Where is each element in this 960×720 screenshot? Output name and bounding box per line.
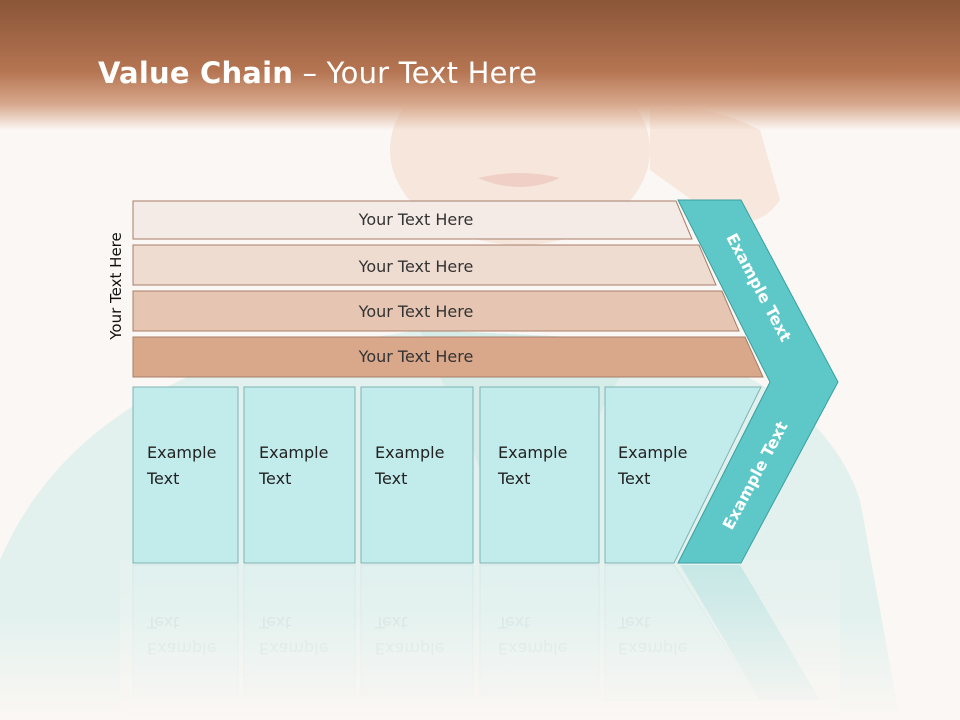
primary-box-2-line2: Text [258, 469, 291, 488]
primary-box-1-line2: Text [146, 469, 179, 488]
primary-box-5-line2: Text [617, 469, 650, 488]
primary-box-4-line2: Text [497, 469, 530, 488]
support-bar-1-text: Your Text Here [358, 210, 474, 229]
title-bold: Value Chain [98, 56, 294, 90]
primary-box-2 [243, 386, 356, 564]
title-rest: – Your Text Here [293, 56, 538, 90]
support-bar-4-text: Your Text Here [358, 347, 474, 366]
primary-box-3-line2: Text [374, 469, 407, 488]
support-bar-3 [132, 290, 740, 332]
support-bar-3-text: Your Text Here [358, 302, 474, 321]
slide-title: Value Chain – Your Text Here [98, 56, 537, 90]
primary-box-3 [360, 386, 474, 564]
chevron-shape [677, 199, 839, 564]
primary-box-4 [479, 386, 600, 564]
title-banner [0, 0, 960, 130]
primary-box-5 [604, 386, 762, 564]
primary-box-2-line1: Example [259, 443, 328, 462]
support-bar-1 [132, 200, 693, 240]
primary-box-1 [132, 386, 239, 564]
support-bar-2-text: Your Text Here [358, 257, 474, 276]
primary-box-4-line1: Example [498, 443, 567, 462]
support-bar-4 [132, 336, 764, 378]
primary-box-1-line1: Example [147, 443, 216, 462]
support-bar-2 [132, 244, 717, 286]
support-activities: Your Text Here Your Text Here Your Text … [132, 200, 764, 378]
primary-box-5-line1: Example [618, 443, 687, 462]
primary-activities: Example Text Example Text Example Text E… [132, 386, 762, 564]
primary-box-3-line1: Example [375, 443, 444, 462]
